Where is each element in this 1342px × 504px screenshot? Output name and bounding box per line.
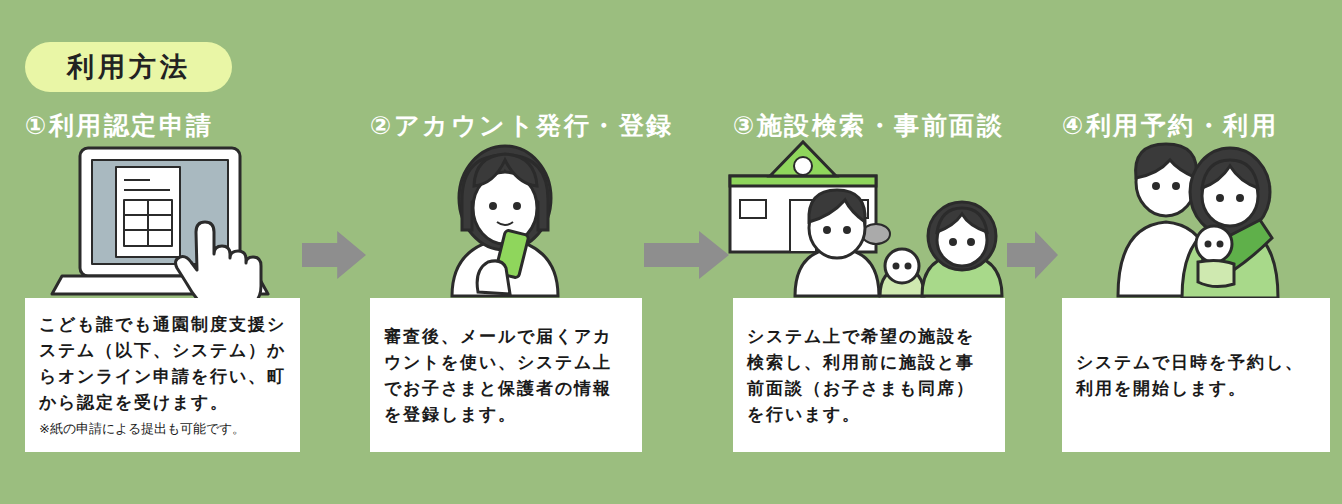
step-note: ※紙の申請による提出も可能です。 [39, 419, 286, 439]
step-node: ④利用予約・利用システムで日時を予約し、利用を開始します。 [1062, 108, 1330, 452]
step-heading: ③施設検索・事前面談 [733, 108, 1005, 144]
step-description: システムで日時を予約し、利用を開始します。 [1076, 349, 1316, 401]
facility-family-illustration [730, 142, 1002, 296]
step-node: ③施設検索・事前面談システム上で希望の施設を検索し、利用前に施設と事前面談（お子… [733, 108, 1005, 452]
woman-phone-illustration [452, 146, 558, 296]
step-heading: ②アカウント発行・登録 [370, 108, 642, 144]
step-box: システム上で希望の施設を検索し、利用前に施設と事前面談（お子さまも同席）を行いま… [733, 298, 1005, 452]
step-box: こども誰でも通園制度支援システム（以下、システム）からオンライン申請を行い、町か… [25, 298, 300, 452]
step-heading: ①利用認定申請 [25, 108, 300, 144]
step-description: こども誰でも通園制度支援システム（以下、システム）からオンライン申請を行い、町か… [39, 311, 286, 415]
step-node: ②アカウント発行・登録審査後、メールで届くアカウントを使い、システム上でお子さま… [370, 108, 642, 452]
step-box: 審査後、メールで届くアカウントを使い、システム上でお子さまと保護者の情報を登録し… [370, 298, 642, 452]
flow-arrow [1007, 231, 1058, 279]
title-pill: 利用方法 [25, 42, 232, 92]
flow-arrow [302, 231, 366, 279]
step-description: 審査後、メールで届くアカウントを使い、システム上でお子さまと保護者の情報を登録し… [384, 323, 628, 427]
family-illustration [1118, 144, 1278, 298]
step-box: システムで日時を予約し、利用を開始します。 [1062, 298, 1330, 452]
step-node: ①利用認定申請こども誰でも通園制度支援システム（以下、システム）からオンライン申… [25, 108, 300, 452]
title-text: 利用方法 [67, 49, 191, 85]
step-heading: ④利用予約・利用 [1062, 108, 1330, 144]
step-description: システム上で希望の施設を検索し、利用前に施設と事前面談（お子さまも同席）を行いま… [747, 323, 991, 427]
flow-arrow [644, 231, 729, 279]
laptop-illustration [52, 148, 268, 310]
